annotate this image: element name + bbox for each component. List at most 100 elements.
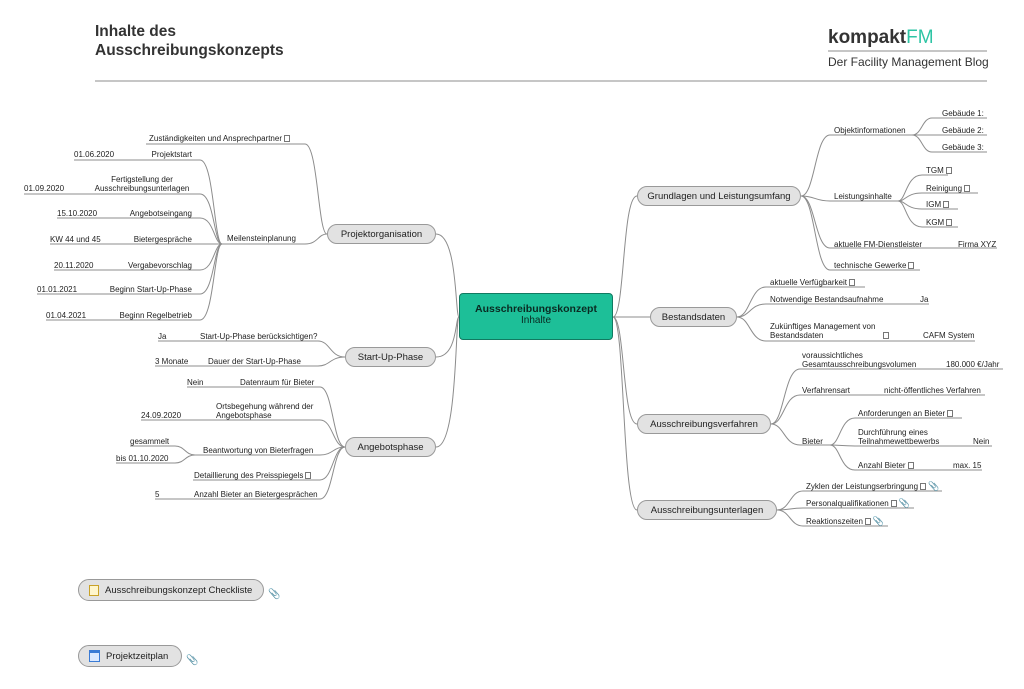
node-bieter[interactable]: Bieter xyxy=(802,437,823,446)
note-icon[interactable] xyxy=(848,279,855,287)
node-reaktionszeiten-label: Reaktionszeiten xyxy=(806,517,863,526)
node-gebaeude-1[interactable]: Gebäude 1: xyxy=(942,109,984,118)
node-beantwortung[interactable]: Beantwortung von Bieterfragen xyxy=(203,446,314,455)
node-reinigung-label: Reinigung xyxy=(926,184,963,193)
milestone-name-4[interactable]: Bietergespräche xyxy=(133,235,192,244)
node-objektinformationen[interactable]: Objektinformationen xyxy=(834,126,906,135)
value-beantwortung-1: gesammelt xyxy=(130,437,170,446)
milestone-name-6[interactable]: Beginn Start-Up-Phase xyxy=(109,285,192,294)
node-anforderungen-bieter-label: Anforderungen an Bieter xyxy=(858,409,946,418)
brand-logo: kompaktFM xyxy=(828,27,934,49)
value-startup-beruecksichtigen: Ja xyxy=(158,332,167,341)
paperclip-icon[interactable]: 📎 xyxy=(928,481,940,491)
node-gebaeude-2[interactable]: Gebäude 2: xyxy=(942,126,984,135)
node-igm-label: IGM xyxy=(926,200,942,209)
paperclip-icon[interactable]: 📎 xyxy=(898,498,910,508)
page-title: Inhalte des Ausschreibungskonzepts xyxy=(95,22,284,60)
topic-grundlagen[interactable]: Grundlagen und Leistungsumfang xyxy=(637,186,801,206)
brand-text-a: kompakt xyxy=(828,27,907,48)
node-igm[interactable]: IGM xyxy=(926,200,950,209)
node-anzahl-bieter-label: Anzahl Bieter xyxy=(858,461,906,470)
node-zustaendigkeiten-label: Zuständigkeiten und Ansprechpartner xyxy=(149,134,282,143)
node-fm-dienstleister[interactable]: aktuelle FM-Dienstleister xyxy=(834,240,923,249)
note-icon[interactable] xyxy=(283,135,290,143)
checkliste-button[interactable]: Ausschreibungskonzept Checkliste xyxy=(78,579,264,601)
topic-projektorganisation[interactable]: Projektorganisation xyxy=(327,224,436,244)
topic-bestandsdaten[interactable]: Bestandsdaten xyxy=(650,307,737,327)
node-leistungsinhalte[interactable]: Leistungsinhalte xyxy=(834,192,892,201)
node-verfahrensart[interactable]: Verfahrensart xyxy=(802,386,851,395)
node-reinigung[interactable]: Reinigung xyxy=(926,184,971,193)
node-verfuegbarkeit-label: aktuelle Verfügbarkeit xyxy=(770,278,847,287)
node-verfuegbarkeit[interactable]: aktuelle Verfügbarkeit xyxy=(770,278,855,287)
note-icon[interactable] xyxy=(864,518,871,526)
milestone-date-1: 01.06.2020 xyxy=(74,150,115,159)
node-ortsbegehung[interactable]: Ortsbegehung während der Angebotsphase xyxy=(216,402,314,420)
node-tgm[interactable]: TGM xyxy=(926,166,952,175)
topic-angebotsphase[interactable]: Angebotsphase xyxy=(345,437,436,457)
milestone-date-6: 01.01.2021 xyxy=(37,285,78,294)
node-technische-gewerke[interactable]: technische Gewerke xyxy=(834,261,915,270)
node-volumen[interactable]: voraussichtliches Gesamtausschreibungsvo… xyxy=(802,351,917,369)
value-teilnahmewettbewerb: Nein xyxy=(973,437,990,446)
page-title-line1: Inhalte des xyxy=(95,23,176,40)
value-startup-dauer: 3 Monate xyxy=(155,357,189,366)
note-icon[interactable] xyxy=(947,410,954,418)
milestone-date-2: 01.09.2020 xyxy=(24,184,65,193)
projektzeitplan-button[interactable]: Projektzeitplan xyxy=(78,645,182,667)
milestone-name-7[interactable]: Beginn Regelbetrieb xyxy=(119,311,193,320)
note-icon[interactable] xyxy=(945,167,952,175)
node-personalqualifikationen[interactable]: Personalqualifikationen📎 xyxy=(806,498,910,509)
note-icon[interactable] xyxy=(907,462,914,470)
value-anzahl-bieter-gespraeche: 5 xyxy=(155,490,160,499)
milestone-name-5[interactable]: Vergabevorschlag xyxy=(127,261,192,270)
milestone-date-5: 20.11.2020 xyxy=(54,261,94,270)
paperclip-icon[interactable]: 📎 xyxy=(872,516,885,526)
node-bestandsaufnahme[interactable]: Notwendige Bestandsaufnahme xyxy=(770,295,884,304)
node-startup-dauer[interactable]: Dauer der Start-Up-Phase xyxy=(208,357,301,366)
central-topic-line2: Inhalte xyxy=(520,315,552,326)
milestone-name-1[interactable]: Projektstart xyxy=(151,150,192,159)
value-anzahl-bieter: max. 15 xyxy=(953,461,982,470)
node-startup-beruecksichtigen[interactable]: Start-Up-Phase berücksichtigen? xyxy=(200,332,318,341)
value-beantwortung-2: bis 01.10.2020 xyxy=(116,454,169,463)
note-icon[interactable] xyxy=(890,500,897,508)
topic-ausschreibungsverfahren[interactable]: Ausschreibungsverfahren xyxy=(637,414,771,434)
node-zyklen[interactable]: Zyklen der Leistungserbringung 📎 xyxy=(806,481,940,492)
node-meilensteinplanung[interactable]: Meilensteinplanung xyxy=(227,234,296,243)
node-tgm-label: TGM xyxy=(926,166,944,175)
node-anzahl-bieter[interactable]: Anzahl Bieter xyxy=(858,461,914,470)
note-icon[interactable] xyxy=(883,332,889,339)
node-kgm[interactable]: KGM xyxy=(926,218,953,227)
central-topic[interactable]: Ausschreibungskonzept Inhalte xyxy=(459,293,613,340)
topic-start-up-phase[interactable]: Start-Up-Phase xyxy=(345,347,436,367)
node-technische-gewerke-label: technische Gewerke xyxy=(834,261,907,270)
node-anzahl-bieter-gespraeche[interactable]: Anzahl Bieter an Bietergesprächen xyxy=(194,490,318,499)
milestone-name-2[interactable]: Fertigstellung der Ausschreibungsunterla… xyxy=(94,175,190,193)
note-icon[interactable] xyxy=(920,483,927,491)
node-reaktionszeiten[interactable]: Reaktionszeiten 📎 xyxy=(806,516,885,527)
node-anforderungen-bieter[interactable]: Anforderungen an Bieter xyxy=(858,409,954,418)
value-management-bestandsdaten: CAFM System xyxy=(923,331,975,340)
node-zustaendigkeiten[interactable]: Zuständigkeiten und Ansprechpartner xyxy=(149,134,290,143)
milestone-date-3: 15.10.2020 xyxy=(57,209,98,218)
projektzeitplan-button-label: Projektzeitplan xyxy=(106,650,169,662)
note-icon[interactable] xyxy=(946,219,953,227)
note-icon[interactable] xyxy=(908,262,915,270)
milestone-name-3[interactable]: Angebotseingang xyxy=(129,209,192,218)
note-icon[interactable] xyxy=(964,185,971,193)
note-icon[interactable] xyxy=(305,472,312,480)
paperclip-icon[interactable]: 📎 xyxy=(268,589,281,600)
node-teilnahmewettbewerb[interactable]: Durchführung eines Teilnahmewettbewerbs xyxy=(858,428,940,446)
topic-ausschreibungsunterlagen[interactable]: Ausschreibungsunterlagen xyxy=(637,500,777,520)
paperclip-icon[interactable]: 📎 xyxy=(186,655,199,666)
node-management-bestandsdaten[interactable]: Zukünftiges Management von Bestandsdaten xyxy=(770,322,876,340)
node-datenraum[interactable]: Datenraum für Bieter xyxy=(240,378,315,387)
note-icon[interactable] xyxy=(943,201,950,209)
brand-subtitle: Der Facility Management Blog xyxy=(828,55,989,69)
milestone-date-4: KW 44 und 45 xyxy=(50,235,101,244)
node-gebaeude-3[interactable]: Gebäude 3: xyxy=(942,143,984,152)
node-zyklen-label: Zyklen der Leistungserbringung xyxy=(806,482,919,491)
node-preisspiegel[interactable]: Detaillierung des Preisspiegels xyxy=(194,471,312,480)
